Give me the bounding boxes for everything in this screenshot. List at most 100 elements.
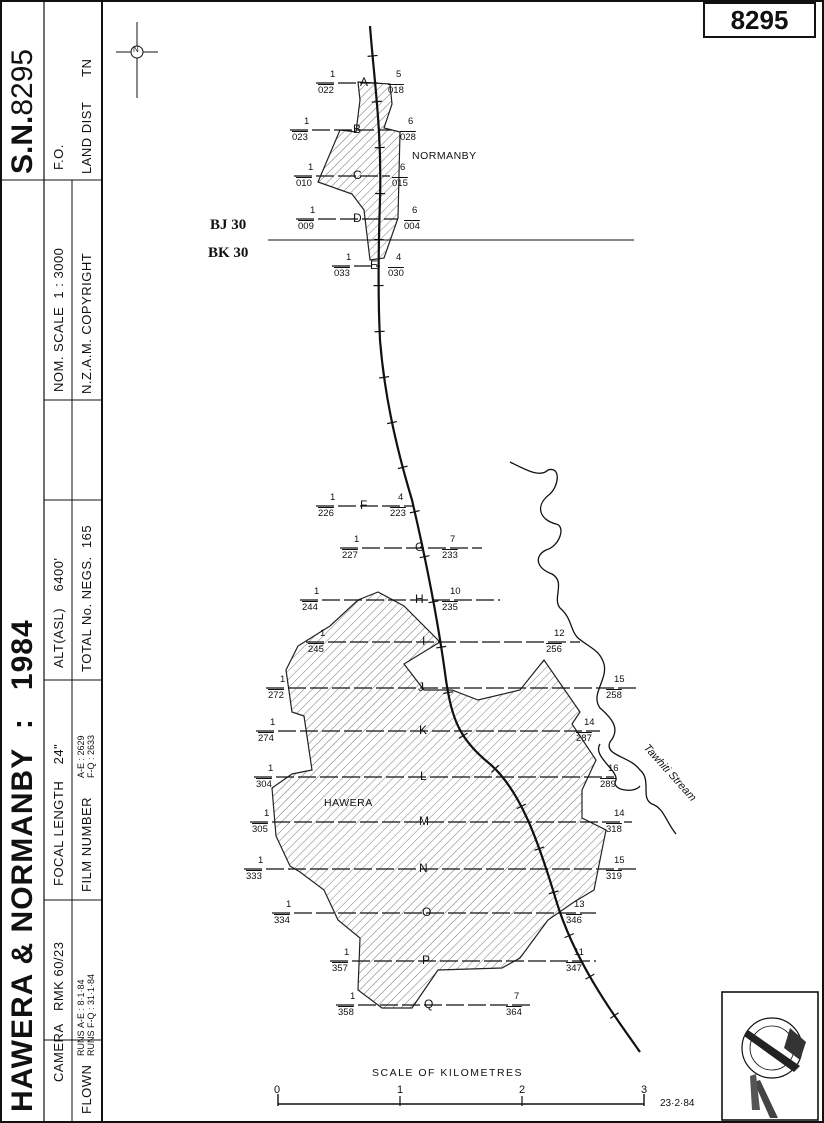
rail-tick bbox=[387, 421, 398, 425]
company-logo bbox=[721, 991, 819, 1121]
run-end-frame: 318 bbox=[606, 824, 622, 835]
run-end-neg: 7 bbox=[450, 534, 456, 545]
run-end-frame: 018 bbox=[388, 85, 404, 96]
run-end-frame: 346 bbox=[566, 915, 582, 926]
run-start-neg: 1 bbox=[258, 855, 264, 866]
rail-tick bbox=[609, 1012, 619, 1019]
scale-title: SCALE OF KILOMETRES bbox=[372, 1067, 524, 1079]
run-start-frame: 272 bbox=[268, 690, 284, 701]
rail-tick bbox=[516, 803, 527, 810]
run-start-neg: 1 bbox=[304, 116, 310, 127]
run-start-frame: 227 bbox=[342, 550, 358, 561]
run-end-neg: 13 bbox=[574, 899, 585, 910]
film-label: FILM NUMBER bbox=[79, 796, 94, 892]
run-start-neg: 1 bbox=[280, 674, 286, 685]
date-stamp: 23·2·84 bbox=[660, 1098, 695, 1109]
run-end-frame: 258 bbox=[606, 690, 622, 701]
run-end-frame: 256 bbox=[546, 644, 562, 655]
run-end-neg: 5 bbox=[396, 69, 402, 80]
rail-tick bbox=[397, 465, 408, 470]
rail-tick bbox=[534, 846, 545, 851]
run-end-frame: 364 bbox=[506, 1007, 522, 1018]
run-letter-b: B bbox=[353, 122, 362, 136]
run-start-neg: 1 bbox=[350, 991, 356, 1002]
grid-label-bk: BK 30 bbox=[208, 245, 249, 261]
run-start-frame: 357 bbox=[332, 963, 348, 974]
run-start-frame: 274 bbox=[258, 733, 274, 744]
run-start-frame: 358 bbox=[338, 1007, 354, 1018]
run-end-neg: 14 bbox=[614, 808, 625, 819]
run-end-neg: 11 bbox=[574, 947, 584, 958]
run-letter-k: K bbox=[419, 723, 428, 737]
run-start-neg: 1 bbox=[354, 534, 360, 545]
scale-tick-2: 2 bbox=[519, 1084, 526, 1096]
run-start-frame: 333 bbox=[246, 871, 262, 882]
run-end-neg: 6 bbox=[408, 116, 414, 127]
tawhiti-stream bbox=[509, 461, 677, 835]
rail-tick bbox=[548, 890, 559, 895]
film-numbers: A-E : 2629 F-Q : 2633 bbox=[76, 734, 96, 778]
run-start-frame: 009 bbox=[298, 221, 314, 232]
run-start-neg: 1 bbox=[264, 808, 270, 819]
sidebar-title: HAWERA & NORMANBY : 1984 bbox=[6, 619, 39, 1112]
rail-tick bbox=[367, 54, 378, 57]
run-start-frame: 033 bbox=[334, 268, 350, 279]
run-end-frame: 233 bbox=[442, 550, 458, 561]
run-end-frame: 287 bbox=[576, 733, 592, 744]
run-letter-g: G bbox=[415, 540, 425, 554]
run-letter-l: L bbox=[420, 769, 427, 783]
run-start-frame: 304 bbox=[256, 779, 272, 790]
rail-tick bbox=[443, 691, 454, 695]
run-letter-i: I bbox=[422, 634, 426, 648]
scale-tick-1: 1 bbox=[397, 1084, 404, 1096]
land-dist-field: LAND DIST TN bbox=[79, 58, 94, 174]
rail-tick bbox=[419, 555, 430, 559]
run-letter-n: N bbox=[419, 861, 428, 875]
run-start-neg: 1 bbox=[330, 69, 336, 80]
run-end-neg: 7 bbox=[514, 991, 520, 1002]
rail-tick bbox=[409, 510, 420, 514]
run-letter-h: H bbox=[415, 592, 424, 606]
run-start-frame: 022 bbox=[318, 85, 334, 96]
run-start-neg: 1 bbox=[286, 899, 292, 910]
scale-bar bbox=[277, 1094, 645, 1106]
run-end-neg: 10 bbox=[450, 586, 461, 597]
total-negs-field: TOTAL No. NEGS. 165 bbox=[79, 524, 94, 672]
run-letter-a: A bbox=[360, 75, 369, 89]
place-hawera: HAWERA bbox=[324, 797, 373, 809]
run-end-frame: 028 bbox=[400, 132, 416, 143]
run-end-frame: 235 bbox=[442, 602, 458, 613]
grid-label-bj: BJ 30 bbox=[210, 217, 247, 233]
run-end-neg: 14 bbox=[584, 717, 595, 728]
run-start-neg: 1 bbox=[308, 162, 314, 173]
north-arrow-icon bbox=[116, 22, 158, 98]
run-start-neg: 1 bbox=[270, 717, 276, 728]
run-letter-j: J bbox=[418, 680, 424, 694]
run-letter-e: E bbox=[370, 258, 379, 272]
run-start-frame: 023 bbox=[292, 132, 308, 143]
focal-field: FOCAL LENGTH 24" bbox=[51, 743, 66, 886]
run-end-frame: 319 bbox=[606, 871, 622, 882]
fo-field: F.O. bbox=[51, 144, 66, 170]
railway-line bbox=[368, 25, 641, 1053]
run-end-frame: 223 bbox=[390, 508, 406, 519]
rail-tick bbox=[585, 973, 595, 980]
run-end-frame: 004 bbox=[404, 221, 420, 232]
run-end-neg: 6 bbox=[400, 162, 406, 173]
run-letter-p: P bbox=[422, 953, 431, 967]
run-letter-o: O bbox=[422, 905, 432, 919]
hawera-coverage bbox=[271, 591, 607, 1009]
run-end-neg: 15 bbox=[614, 855, 625, 866]
run-end-frame: 030 bbox=[388, 268, 404, 279]
rail-tick bbox=[458, 732, 468, 739]
rail-tick bbox=[371, 100, 382, 103]
run-start-neg: 1 bbox=[320, 628, 326, 639]
camera-field: CAMERA RMK 60/23 bbox=[51, 941, 66, 1082]
run-start-neg: 1 bbox=[330, 492, 336, 503]
run-end-frame: 015 bbox=[392, 178, 408, 189]
run-end-frame: 347 bbox=[566, 963, 582, 974]
run-start-frame: 010 bbox=[296, 178, 312, 189]
flown-label: FLOWN bbox=[79, 1064, 94, 1114]
run-start-neg: 1 bbox=[310, 205, 316, 216]
